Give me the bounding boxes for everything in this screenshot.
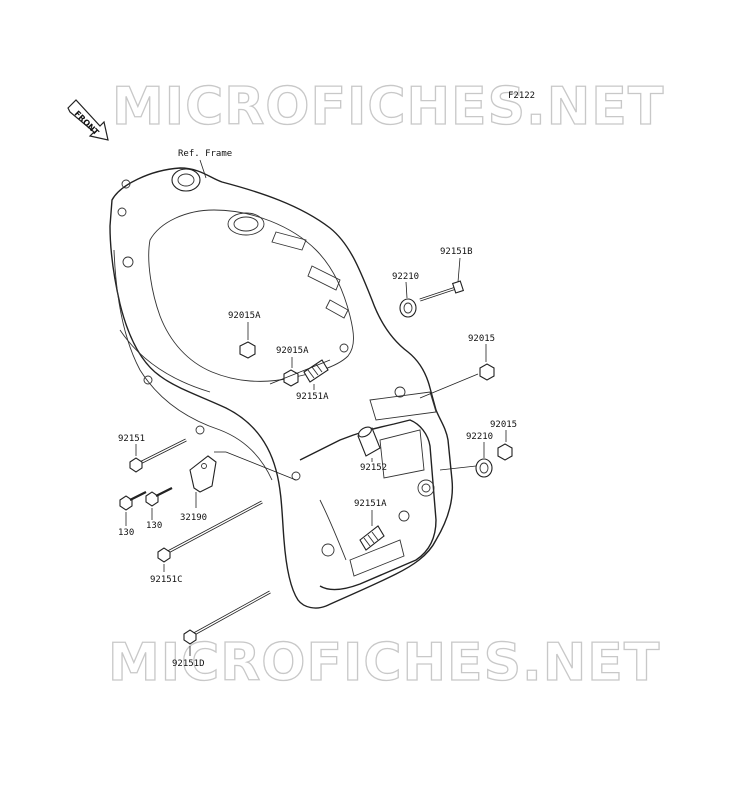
part-92151A-stud-low[interactable] <box>359 525 385 551</box>
part-92015-nut-right-2[interactable] <box>497 443 513 461</box>
label-92015A-top: 92015A <box>228 311 261 321</box>
part-92151A-stud-top[interactable] <box>303 359 329 383</box>
part-92151B-bolt[interactable] <box>419 280 465 302</box>
part-92210-collar-right[interactable] <box>475 458 493 478</box>
label-92015-right-2: 92015 <box>490 420 517 430</box>
label-92151A-top: 92151A <box>296 392 329 402</box>
label-92151: 92151 <box>118 434 145 444</box>
label-92015A-mid: 92015A <box>276 346 309 356</box>
label-92151D: 92151D <box>172 659 205 669</box>
part-92151C-bolt[interactable] <box>157 500 263 563</box>
label-92152: 92152 <box>360 463 387 473</box>
part-130-bolt-b[interactable] <box>145 487 173 507</box>
part-92152-spacer[interactable] <box>357 425 381 457</box>
label-92151C: 92151C <box>150 575 183 585</box>
label-92210-top: 92210 <box>392 272 419 282</box>
label-92151A-low: 92151A <box>354 499 387 509</box>
label-130-b: 130 <box>146 521 162 531</box>
watermark-top: MICROFICHES.NET <box>112 77 664 137</box>
part-92210-collar-top[interactable] <box>399 298 417 318</box>
diagram-code: F2122 <box>508 91 535 101</box>
label-92151B: 92151B <box>440 247 473 257</box>
part-92151-bolt[interactable] <box>129 438 187 473</box>
part-92015A-nut-top[interactable] <box>239 341 256 359</box>
part-92151D-bolt[interactable] <box>183 590 271 645</box>
label-92015-right: 92015 <box>468 334 495 344</box>
part-92015A-nut-mid[interactable] <box>283 369 299 387</box>
label-32190: 32190 <box>180 513 207 523</box>
part-32190-bracket[interactable] <box>189 455 217 493</box>
part-130-bolt-a[interactable] <box>119 491 147 511</box>
label-92210-right: 92210 <box>466 432 493 442</box>
motorcycle-frame <box>109 167 454 609</box>
part-92015-nut-right[interactable] <box>479 363 495 381</box>
ref-frame-label: Ref. Frame <box>178 149 232 159</box>
front-arrow-icon: FRONT <box>67 99 109 141</box>
watermark-bottom: MICROFICHES.NET <box>108 633 660 693</box>
label-130-a: 130 <box>118 528 134 538</box>
